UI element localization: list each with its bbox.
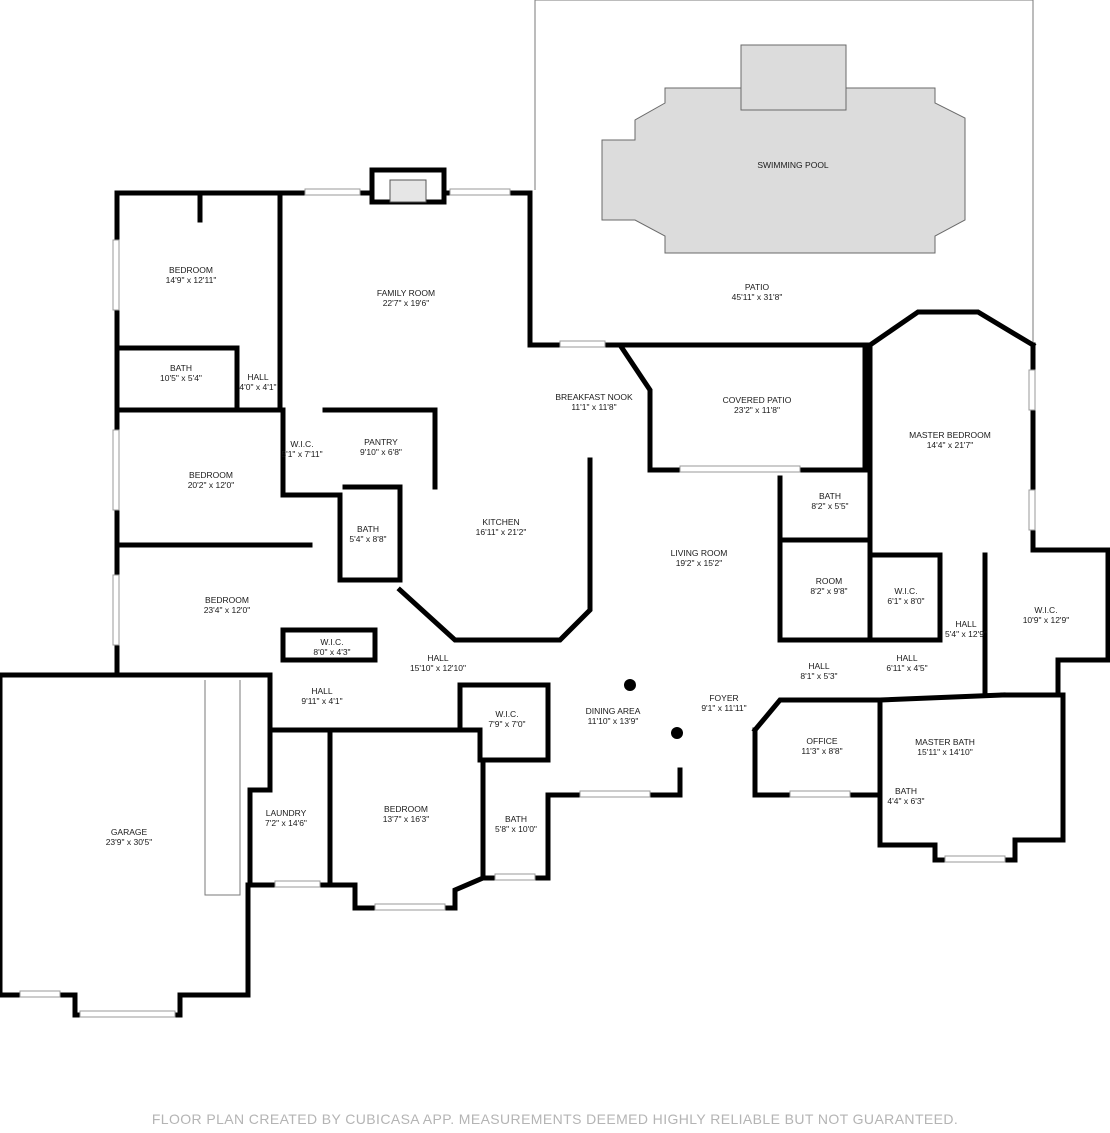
room-size-family-room: 22'7" x 19'6" [383,298,430,308]
room-size-bath-3: 5'4" x 8'8" [349,534,386,544]
room-size-bath-4: 4'4" x 6'3" [887,796,924,806]
room-size-patio: 45'11" x 31'8" [732,292,783,302]
room-size-garage: 23'9" x 30'5" [106,837,153,847]
footer-disclaimer: FLOOR PLAN CREATED BY CUBICASA APP. MEAS… [152,1111,958,1127]
room-label-family-room: FAMILY ROOM [377,288,435,298]
room-label-wic-3: W.I.C. [1034,605,1057,615]
walls [0,190,1110,1018]
room-size-bedroom-2: 20'2" x 12'0" [188,480,235,490]
room-label-garage: GARAGE [111,827,148,837]
room-label-master-bedroom: MASTER BEDROOM [909,430,991,440]
room-size-bedroom-3: 23'4" x 12'0" [204,605,251,615]
room-label-breakfast-nook: BREAKFAST NOOK [555,392,633,402]
room-size-hall-1: 4'0" x 4'1" [239,382,276,392]
room-size-foyer: 9'1" x 11'11" [701,703,746,713]
room-size-pantry: 9'10" x 6'8" [360,447,402,457]
column-1 [624,679,636,691]
room-size-wic-4: 8'0" x 4'3" [313,647,350,657]
room-label-wic-5: W.I.C. [495,709,518,719]
room-label-pantry: PANTRY [364,437,398,447]
room-size-hall-3: 15'10" x 12'10" [410,663,466,673]
room-label-living-room: LIVING ROOM [671,548,728,558]
room-label-covered-patio: COVERED PATIO [723,395,792,405]
room-size-office: 11'3" x 8'8" [801,746,842,756]
room-label-laundry: LAUNDRY [266,808,307,818]
room-size-wic-2: 6'1" x 8'0" [887,596,924,606]
room-size-hall-2: 5'4" x 12'9" [945,629,987,639]
room-label-hall-2: HALL [955,619,977,629]
patio-area [534,0,1034,345]
room-size-hall-5: 6'11" x 4'5" [886,663,927,673]
room-size-hall-4: 8'1" x 5'3" [800,671,837,681]
room-label-bath-1: BATH [170,363,192,373]
room-label-bedroom-1: BEDROOM [169,265,213,275]
room-label-room: ROOM [816,576,842,586]
room-size-wic-5: 7'9" x 7'0" [488,719,525,729]
room-label-foyer: FOYER [709,693,738,703]
room-label-swimming-pool: SWIMMING POOL [757,160,829,170]
room-size-bedroom-1: 14'9" x 12'11" [166,275,217,285]
room-label-bedroom-2: BEDROOM [189,470,233,480]
room-label-hall-1: HALL [247,372,269,382]
room-size-bath-5: 5'8" x 10'0" [495,824,537,834]
room-label-bedroom-3: BEDROOM [205,595,249,605]
room-size-hall-6: 9'11" x 4'1" [301,696,342,706]
garage-side-stairs [204,680,241,896]
room-label-wic-2: W.I.C. [894,586,917,596]
pool-spa [740,44,847,111]
room-size-wic-1: 5'1" x 7'11" [281,449,322,459]
room-label-kitchen: KITCHEN [482,517,519,527]
room-size-bath-1: 10'5" x 5'4" [160,373,202,383]
fireplace [369,167,447,205]
room-size-covered-patio: 23'2" x 11'8" [734,405,780,415]
room-label-hall-5: HALL [896,653,918,663]
room-label-hall-4: HALL [808,661,830,671]
room-size-master-bedroom: 14'4" x 21'7" [927,440,974,450]
room-label-master-bath: MASTER BATH [915,737,975,747]
room-size-breakfast-nook: 11'1" x 11'8" [571,402,616,412]
room-label-office: OFFICE [806,736,837,746]
room-label-patio: PATIO [745,282,770,292]
room-size-laundry: 7'2" x 14'6" [265,818,307,828]
room-label-hall-3: HALL [427,653,449,663]
room-size-dining-area: 11'10" x 13'9" [588,716,639,726]
windows [19,188,1036,1018]
room-label-bath-4: BATH [895,786,917,796]
room-label-bedroom-4: BEDROOM [384,804,428,814]
room-size-master-bath: 15'11" x 14'10" [917,747,972,757]
room-label-wic-1: W.I.C. [290,439,313,449]
master-bay-window [866,309,1037,349]
room-size-bedroom-4: 13'7" x 16'3" [383,814,430,824]
room-label-wic-4: W.I.C. [320,637,343,647]
room-label-bath-2: BATH [819,491,841,501]
room-label-dining-area: DINING AREA [586,706,641,716]
room-size-wic-3: 10'9" x 12'9" [1023,615,1070,625]
room-label-hall-6: HALL [311,686,333,696]
room-label-bath-3: BATH [357,524,379,534]
room-label-bath-5: BATH [505,814,527,824]
swimming-pool-shape [601,87,966,254]
column-2 [671,727,683,739]
room-size-living-room: 19'2" x 15'2" [676,558,723,568]
room-size-room: 8'2" x 9'8" [810,586,847,596]
room-size-kitchen: 16'11" x 21'2" [476,527,527,537]
room-size-bath-2: 8'2" x 5'5" [811,501,848,511]
